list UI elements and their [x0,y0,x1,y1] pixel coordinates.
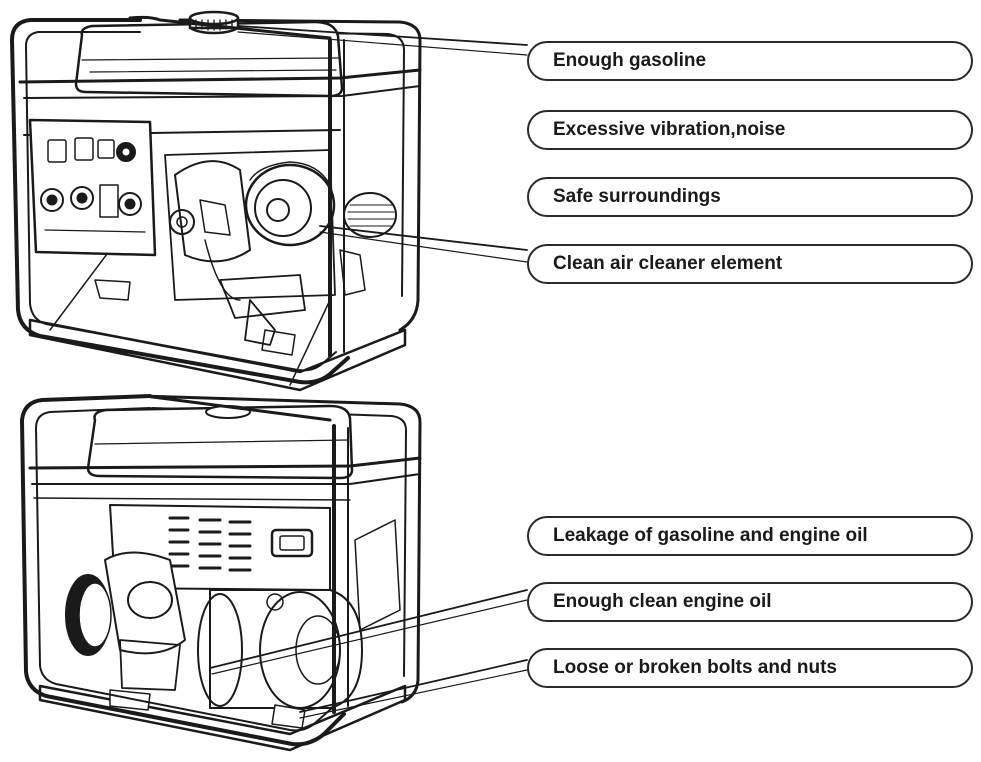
leader-line-loose-bolts-nuts [299,659,528,713]
control-panel [28,118,157,257]
callout-text: Clean air cleaner element [553,253,783,274]
callout-text: Enough clean engine oil [553,591,772,612]
generator-front-view [10,10,422,392]
callout-enough-clean-engine-oil: Enough clean engine oil [527,582,973,622]
callout-enough-gasoline: Enough gasoline [527,41,973,81]
generator-rear-view [20,394,422,752]
callout-clean-air-cleaner-element: Clean air cleaner element [527,244,973,284]
leader-line-clean-air-cleaner [319,225,528,251]
callout-text: Enough gasoline [553,50,707,71]
callout-text: Leakage of gasoline and engine oil [553,525,868,546]
leader-lines [209,25,528,719]
callout-safe-surroundings: Safe surroundings [527,177,973,217]
callout-text: Excessive vibration,noise [553,119,786,140]
alternator [197,589,363,709]
leader-line-enough-clean-engine-oil [209,589,528,669]
callout-text: Loose or broken bolts and nuts [553,657,837,678]
air-cleaner [244,161,336,247]
callout-text: Safe surroundings [553,186,721,207]
leader-line-enough-gasoline [237,25,528,46]
callout-excessive-vibration-noise: Excessive vibration,noise [527,110,973,150]
callout-loose-broken-bolts-nuts: Loose or broken bolts and nuts [527,648,973,688]
callout-leakage-gasoline-oil: Leakage of gasoline and engine oil [527,516,973,556]
